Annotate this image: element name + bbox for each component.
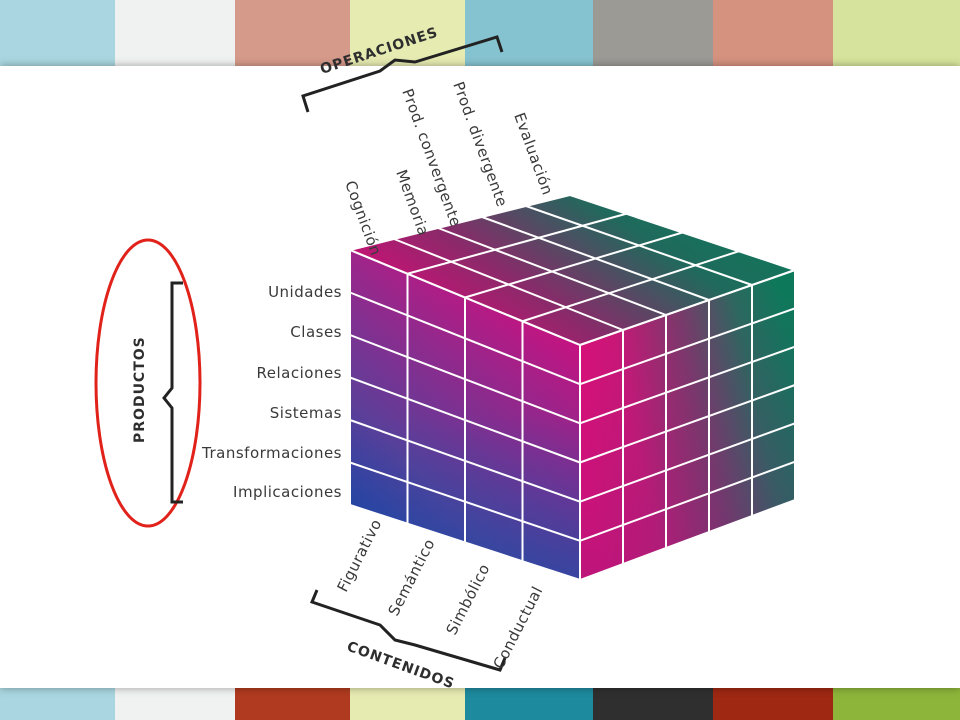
grid-line bbox=[349, 461, 581, 542]
productos-highlight-circle bbox=[94, 238, 202, 528]
productos-brace bbox=[162, 281, 183, 504]
top-stripe bbox=[833, 0, 960, 66]
operaciones-brace bbox=[301, 35, 504, 113]
intellect-cube bbox=[349, 194, 796, 581]
grid-line bbox=[393, 238, 624, 331]
producto-unidades: Unidades bbox=[268, 283, 342, 301]
top-stripe bbox=[115, 0, 235, 66]
grid-line bbox=[349, 419, 581, 503]
top-stripe bbox=[235, 0, 350, 66]
bottom-stripe bbox=[833, 688, 960, 720]
bottom-stripe bbox=[465, 688, 593, 720]
grid-line bbox=[579, 307, 796, 386]
top-color-stripes bbox=[0, 0, 960, 66]
grid-line bbox=[579, 345, 796, 425]
grid-line bbox=[579, 384, 796, 464]
grid-line bbox=[349, 194, 571, 251]
grid-line bbox=[437, 227, 667, 316]
bottom-stripe bbox=[713, 688, 833, 720]
cube-top-face bbox=[350, 195, 795, 345]
bottom-stripe bbox=[350, 688, 465, 720]
operacion-memoria: Memoria bbox=[392, 167, 433, 238]
bottom-color-stripes bbox=[0, 688, 960, 720]
contenidos-title: CONTENIDOS bbox=[345, 639, 457, 693]
producto-transformaciones: Transformaciones bbox=[201, 444, 342, 462]
contenido-simbolico: Simbólico bbox=[443, 561, 494, 638]
producto-relaciones: Relaciones bbox=[257, 364, 342, 382]
grid-line bbox=[464, 231, 683, 299]
grid-line bbox=[407, 212, 627, 275]
bottom-stripe bbox=[0, 688, 115, 720]
producto-clases: Clases bbox=[290, 323, 342, 341]
contenido-semantico: Semántico bbox=[385, 536, 439, 619]
contenido-conductual: Conductual bbox=[490, 583, 547, 672]
producto-implicaciones: Implicaciones bbox=[233, 483, 342, 501]
top-stripe bbox=[465, 0, 593, 66]
operacion-prod-divergente: Prod. divergente bbox=[449, 79, 511, 209]
grid-line bbox=[525, 205, 753, 286]
contenidos-brace bbox=[309, 589, 507, 672]
operacion-evaluacion: Evaluación bbox=[510, 110, 557, 197]
grid-line bbox=[349, 376, 581, 464]
top-stripe bbox=[350, 0, 465, 66]
grid-line bbox=[579, 269, 796, 346]
bottom-stripe bbox=[235, 688, 350, 720]
grid-line bbox=[349, 249, 581, 346]
grid-line bbox=[481, 216, 710, 301]
grid-line bbox=[349, 504, 581, 581]
producto-sistemas: Sistemas bbox=[270, 404, 342, 422]
grid-line bbox=[569, 194, 796, 271]
grid-line bbox=[579, 422, 796, 503]
grid-line bbox=[522, 250, 740, 323]
productos-group: PRODUCTOS Unidades Clases Relaciones Sis… bbox=[94, 238, 342, 528]
grid-line bbox=[579, 460, 796, 542]
grid-line bbox=[579, 499, 796, 581]
bottom-stripe bbox=[115, 688, 235, 720]
contenido-figurativo: Figurativo bbox=[334, 516, 386, 595]
productos-title: PRODUCTOS bbox=[132, 336, 148, 443]
grid-line bbox=[349, 334, 581, 425]
cube-grid-lines bbox=[349, 194, 796, 581]
grid-line bbox=[349, 291, 581, 386]
cube-right-face-shade bbox=[580, 270, 795, 580]
top-stripe bbox=[593, 0, 713, 66]
bottom-stripe bbox=[593, 688, 713, 720]
top-stripe bbox=[713, 0, 833, 66]
top-stripe bbox=[0, 0, 115, 66]
